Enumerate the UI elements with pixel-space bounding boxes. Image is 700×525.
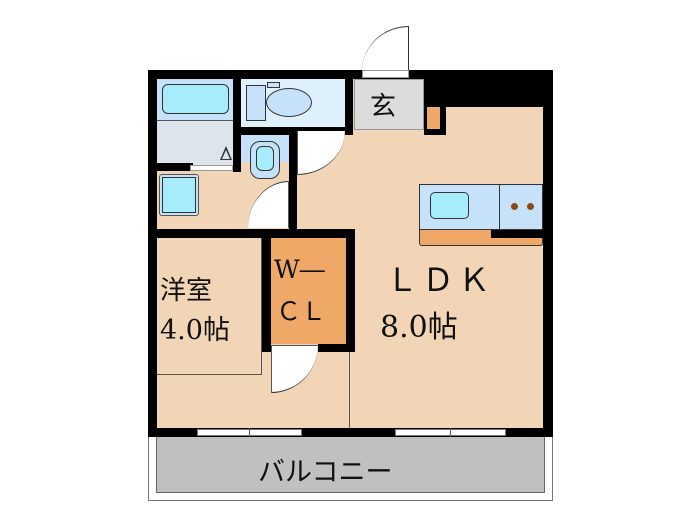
stove-burner-icon xyxy=(511,203,518,210)
window-ldk-mid xyxy=(450,428,451,437)
wall-bath-right xyxy=(233,79,241,172)
entrance-door-sill xyxy=(362,70,409,78)
western-room-size: 4.0帖 xyxy=(160,315,230,346)
ldk-name: ＬＤＫ xyxy=(386,261,495,299)
bath-door-sill xyxy=(190,165,233,171)
washbasin-bowl-icon xyxy=(256,146,274,171)
washing-machine-icon xyxy=(162,177,196,213)
kitchen-sink-icon xyxy=(430,192,469,219)
wall-closet-right xyxy=(346,229,355,345)
stove-divider xyxy=(499,184,500,230)
shoe-cabinet xyxy=(427,107,440,129)
kitchen-wall-segment xyxy=(491,230,543,238)
wall-bath-bottom xyxy=(157,163,193,171)
entrance xyxy=(354,79,424,130)
ldk-size: 8.0帖 xyxy=(380,310,458,345)
western-room-name: 洋室 xyxy=(160,276,213,306)
balcony-label: バルコニー xyxy=(258,457,393,488)
window-western-room-mid xyxy=(249,428,250,437)
wall-hall-divider xyxy=(289,131,297,234)
ldk-room-divider xyxy=(349,352,350,428)
stove-burner-icon xyxy=(527,203,534,210)
wall-closet-left xyxy=(262,229,271,352)
closet-label-line1: W― xyxy=(274,255,325,284)
western-room xyxy=(157,238,262,375)
closet-label-line2: ＣＬ xyxy=(276,297,327,326)
toilet-tank-icon xyxy=(246,85,266,121)
entrance-label: 玄 xyxy=(370,92,397,122)
wall-west-room-top xyxy=(157,229,355,238)
toilet-bowl-icon xyxy=(266,88,312,117)
walk-in-closet xyxy=(271,238,346,344)
wall-toilet-right xyxy=(345,79,353,135)
faucet-icon-inner xyxy=(222,150,230,159)
bathtub-icon xyxy=(162,84,229,114)
wall-closet-bottom xyxy=(318,344,355,352)
toilet-lid-icon xyxy=(267,82,280,88)
balcony xyxy=(156,437,545,493)
entrance-door[interactable] xyxy=(362,26,409,71)
